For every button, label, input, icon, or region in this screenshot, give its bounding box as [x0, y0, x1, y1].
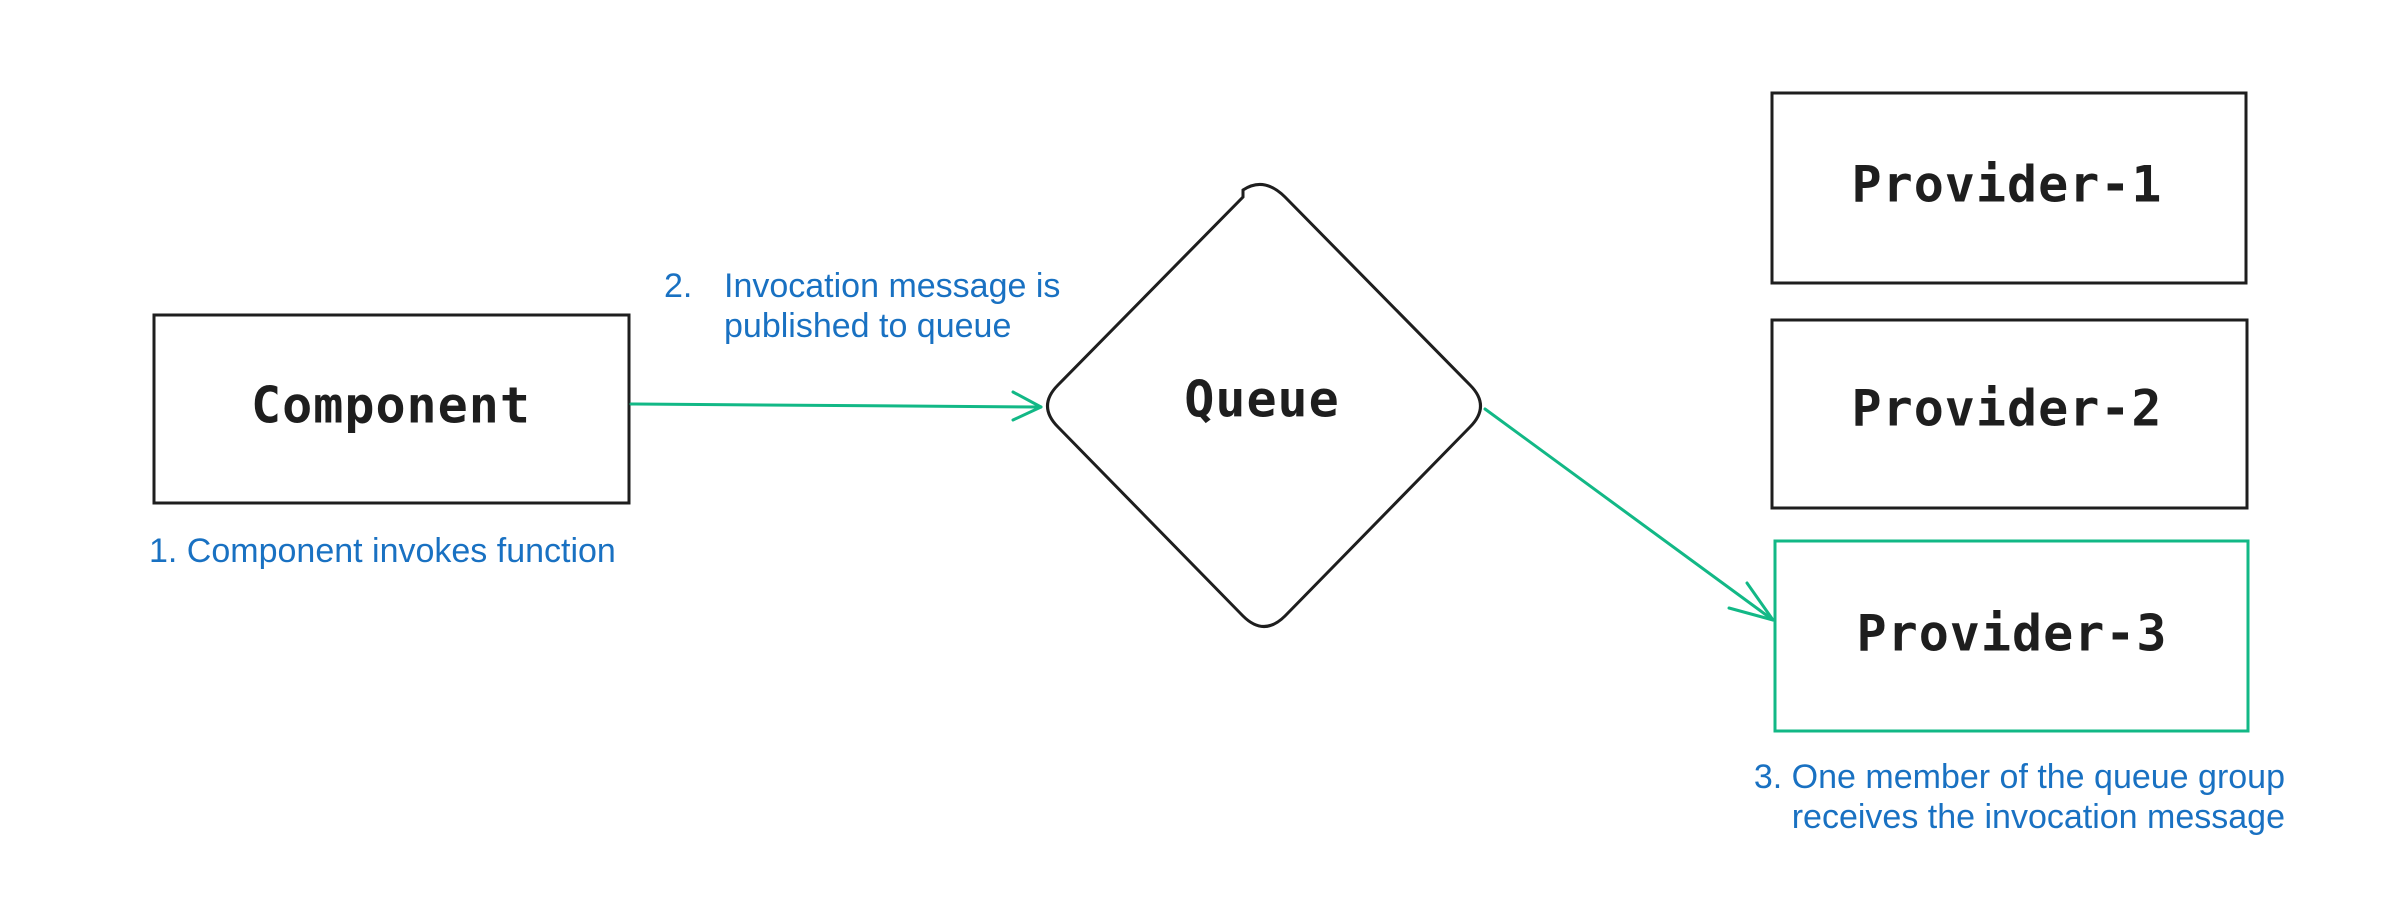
provider-3-node: Provider-3: [1773, 539, 2250, 733]
step-3-line-2: receives the invocation message: [1792, 798, 2285, 836]
provider-3-box: [1773, 539, 2250, 733]
step-2-note: 2. Invocation message is published to qu…: [664, 267, 1060, 345]
step-3-note: 3. One member of the queue group receive…: [1754, 758, 2285, 836]
arrow-component-to-queue: [629, 390, 1043, 422]
step-2-line-1: Invocation message is: [724, 267, 1060, 305]
arrow-line: [1483, 407, 1775, 622]
component-box: [152, 313, 631, 505]
step-3-line-1: 3. One member of the queue group: [1754, 758, 2285, 796]
arrow-line: [629, 402, 1043, 409]
queue-diamond: [1046, 182, 1482, 628]
queue-node: Queue: [1046, 182, 1482, 628]
arrow-head: [1011, 390, 1043, 422]
arrow-head: [1727, 581, 1775, 622]
queue-label: Queue: [1184, 371, 1340, 429]
provider-1-label: Provider-1: [1851, 156, 2162, 214]
step-2-number: 2.: [664, 267, 692, 305]
provider-2-node: Provider-2: [1770, 318, 2249, 510]
step-1-note: 1. Component invokes function: [149, 532, 616, 570]
step-2-line-2: published to queue: [724, 307, 1011, 345]
provider-2-label: Provider-2: [1851, 380, 2162, 438]
provider-2-box: [1770, 318, 2249, 510]
component-label: Component: [251, 377, 531, 435]
provider-1-box: [1770, 91, 2248, 285]
provider-3-label: Provider-3: [1856, 605, 2167, 663]
arrow-queue-to-provider-3: [1483, 407, 1775, 622]
provider-1-node: Provider-1: [1770, 91, 2248, 285]
component-node: Component: [152, 313, 631, 505]
